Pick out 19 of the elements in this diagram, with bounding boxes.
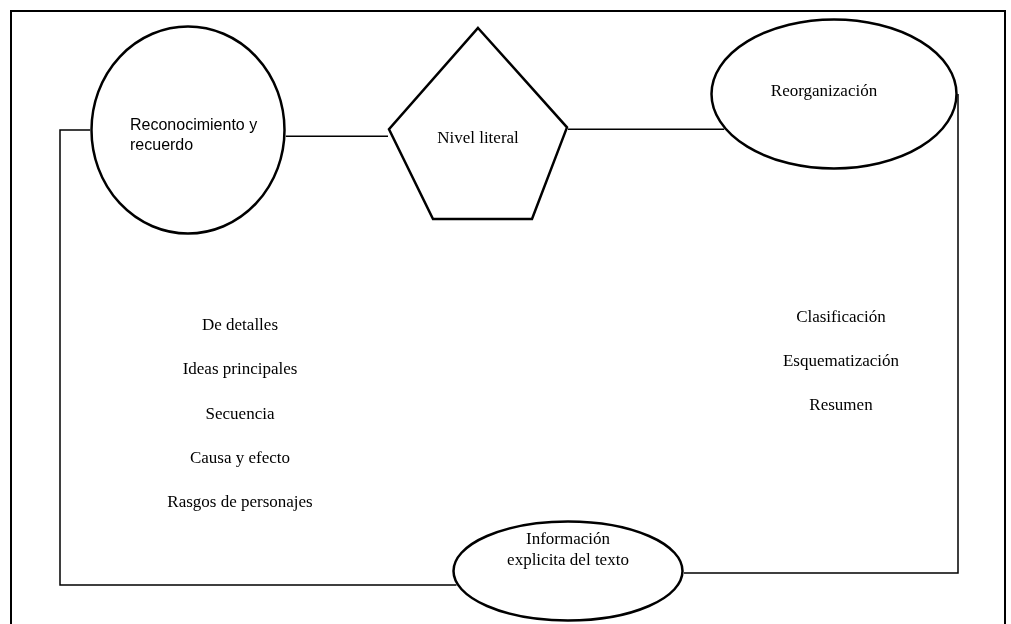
list-item-text: De detalles	[202, 315, 278, 335]
node-label: Información explicita del texto	[506, 528, 630, 571]
list-item-text: Ideas principales	[182, 359, 298, 379]
list-item-text: Clasificación	[796, 307, 886, 327]
ellipse-shape	[452, 520, 684, 622]
pentagon-shape	[387, 26, 569, 221]
list-item-text: Esquematización	[782, 351, 900, 371]
ellipse-shape	[90, 25, 286, 235]
node-label: Reorganización	[769, 80, 879, 102]
list-item-text: Secuencia	[205, 404, 275, 424]
list-item-text: Rasgos de personajes	[167, 492, 313, 512]
node-label: Nivel literal	[436, 127, 520, 149]
connector-line	[59, 129, 458, 586]
list-item-text: Causa y efecto	[189, 448, 291, 468]
ellipse-shape	[710, 18, 958, 170]
list-item-text: Resumen	[809, 395, 873, 415]
connector-line	[285, 135, 389, 138]
node-label: Reconocimiento y recuerdo	[130, 115, 259, 155]
connector-line	[567, 128, 725, 131]
